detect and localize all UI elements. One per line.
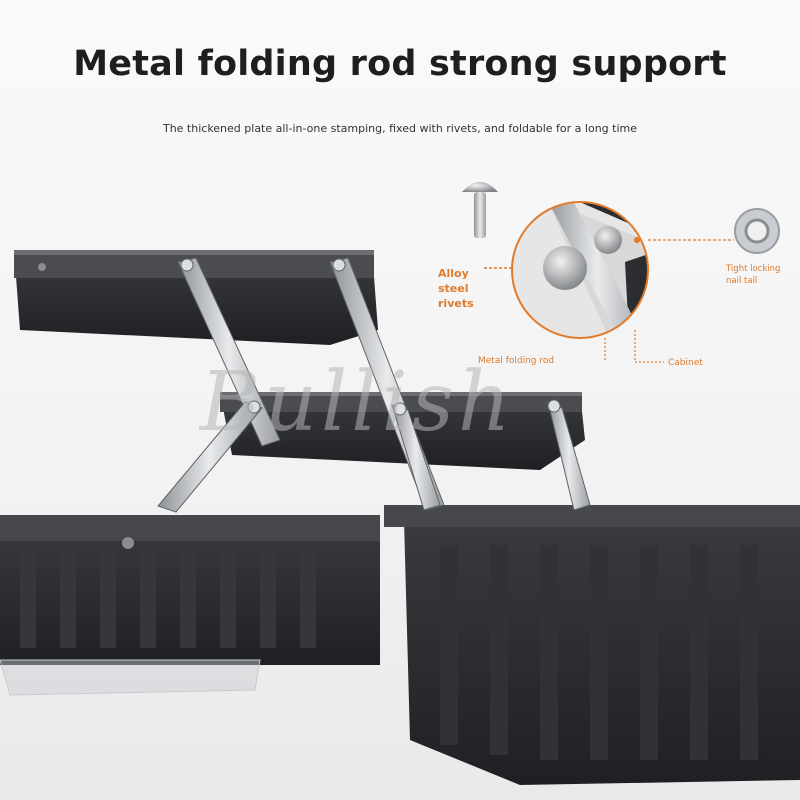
callout-nail-tail: Tight locking nail tail: [726, 263, 780, 287]
callout-folding-rod: Metal folding rod: [478, 356, 555, 366]
callout-tail-line1: Tight locking: [726, 264, 781, 274]
subline: The thickened plate all-in-one stamping,…: [162, 122, 638, 135]
zoom-detail-circle: [511, 201, 649, 339]
nail-tail-icon: [734, 208, 780, 254]
headline: Metal folding rod strong support: [73, 44, 727, 84]
folding-rods: [157, 257, 591, 513]
callout-alloy-line1: Alloy: [438, 267, 469, 280]
rivet-icon: [462, 182, 498, 238]
lower-left-cabinet: [0, 515, 380, 696]
lower-right-cabinet: [384, 505, 800, 785]
callout-tail-line2: nail tail: [726, 276, 758, 286]
callout-alloy-rivets: Alloy steel rivets: [438, 266, 474, 311]
callout-alloy-line2: steel: [438, 282, 469, 295]
callout-alloy-line3: rivets: [438, 297, 474, 310]
callout-cabinet: Cabinet: [668, 358, 703, 368]
